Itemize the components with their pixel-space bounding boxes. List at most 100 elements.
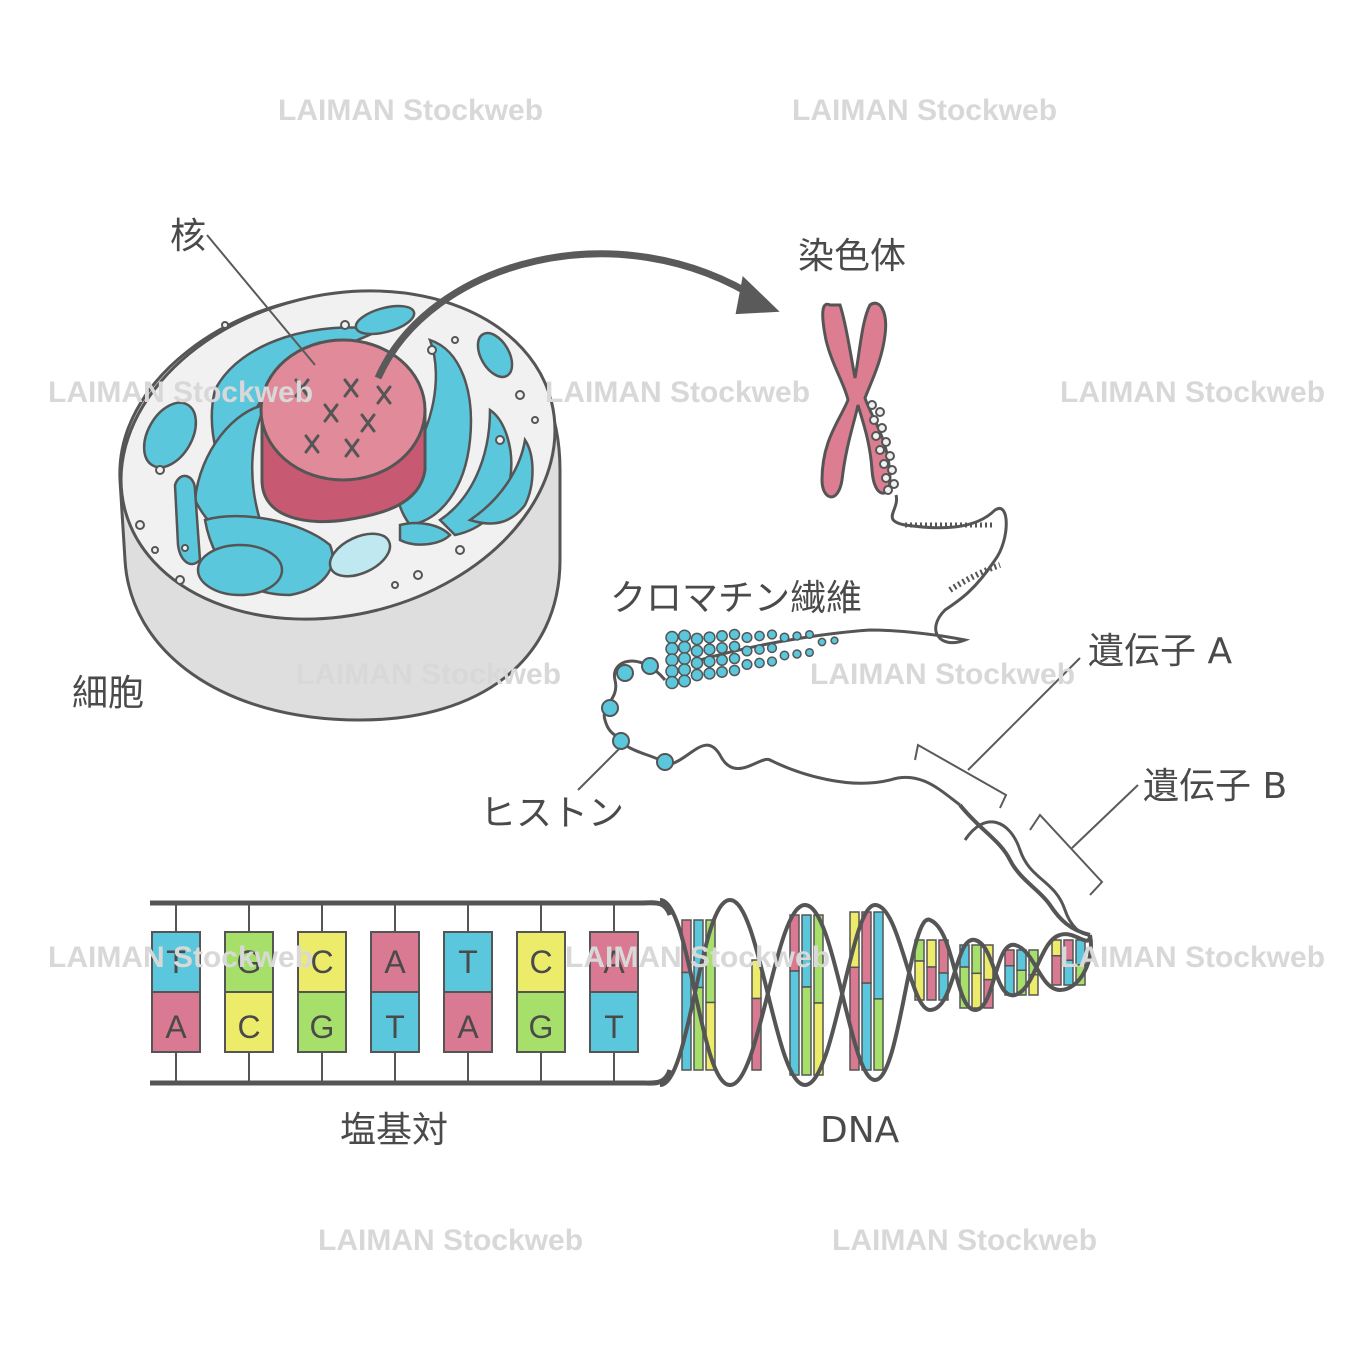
endoplasmic-reticulum: [173, 326, 534, 597]
chromatin-fiber: [665, 628, 839, 690]
helix-base: [926, 966, 937, 1001]
nucleosome: [804, 647, 815, 658]
nucleosome: [728, 628, 741, 641]
nucleosome: [690, 656, 704, 670]
helix-base: [873, 911, 884, 1000]
base-bottom: [443, 991, 493, 1053]
nucleosome: [690, 644, 704, 658]
base-pair: AT: [589, 903, 639, 1083]
base-bottom: [370, 991, 420, 1053]
watermark: LAIMAN Stockweb: [318, 1224, 583, 1257]
base-bottom-letter: C: [237, 1009, 260, 1045]
nucleosome: [690, 632, 704, 646]
base-pair: AT: [370, 903, 420, 1083]
label-chromosome: 染色体: [798, 236, 906, 277]
nucleosome: [677, 674, 692, 688]
watermark: LAIMAN Stockweb: [832, 1224, 1097, 1257]
nucleosome: [716, 630, 728, 642]
nucleosome: [804, 629, 815, 640]
nucleosome: [741, 631, 753, 644]
base-pair: TA: [443, 903, 493, 1083]
nucleosome: [665, 630, 679, 645]
nucleosome: [665, 664, 679, 678]
base-bottom: [589, 991, 639, 1053]
dna-helix: [659, 803, 1093, 1088]
chromosome-coils: [867, 400, 899, 495]
helix-base: [789, 970, 800, 1076]
watermark: LAIMAN Stockweb: [296, 658, 561, 691]
helix-base: [1063, 959, 1074, 986]
dna-helix-rungs: [681, 911, 1086, 1076]
nucleosome: [728, 652, 741, 665]
base-bottom: [224, 991, 274, 1053]
helix-base: [873, 998, 884, 1071]
helix-base: [1016, 969, 1027, 996]
nucleosome: [754, 657, 765, 669]
nucleosome: [716, 666, 728, 678]
nucleosome: [779, 632, 790, 643]
helix-base: [861, 982, 872, 1071]
nucleosome: [677, 651, 692, 666]
base-bottom-letter: G: [529, 1009, 554, 1045]
nucleosome: [728, 640, 741, 653]
base-pair: CG: [297, 903, 347, 1083]
base-top-letter: A: [384, 944, 406, 980]
nucleosome: [716, 654, 728, 666]
histone-leader: [577, 747, 621, 791]
watermark: LAIMAN Stockweb: [278, 94, 543, 127]
nucleosome: [690, 668, 704, 682]
helix-base: [1004, 949, 1015, 967]
base-top-letter: A: [603, 944, 625, 980]
helix-base: [971, 972, 982, 1009]
base-top: [370, 931, 420, 993]
gene-brackets: [914, 657, 1139, 896]
label-base-pair: 塩基対: [340, 1110, 448, 1151]
nucleosome: [792, 649, 802, 659]
helix-base: [926, 939, 937, 968]
base-bottom-letter: A: [165, 1009, 187, 1045]
nucleosome: [665, 653, 679, 667]
nucleosome: [741, 658, 753, 671]
nucleosome: [703, 631, 716, 644]
nucleosome: [817, 637, 827, 647]
nucleosome: [754, 644, 765, 655]
helix-base: [801, 986, 812, 1076]
base-top-letter: T: [166, 944, 186, 980]
label-cell: 細胞: [72, 673, 144, 714]
label-histone: ヒストン: [480, 793, 624, 834]
watermark: LAIMAN Stockweb: [1060, 376, 1325, 409]
nucleosome: [703, 667, 716, 680]
base-bottom-letter: T: [385, 1009, 405, 1045]
cell-illustration: [118, 234, 562, 722]
nucleosome: [665, 642, 679, 656]
base-pair: GC: [224, 903, 274, 1083]
label-nucleus: 核: [170, 216, 206, 257]
nucleosome: [792, 631, 802, 641]
base-bottom-letter: A: [457, 1009, 479, 1045]
label-dna: DNA: [820, 1110, 900, 1151]
base-bottom: [297, 991, 347, 1053]
base-bottom-letter: G: [310, 1009, 335, 1045]
nucleosome: [677, 629, 692, 643]
base-pair: TA: [151, 903, 201, 1083]
watermark: LAIMAN Stockweb: [1060, 941, 1325, 974]
label-gene-b: 遺伝子 B: [1143, 766, 1287, 807]
base-top-letter: T: [458, 944, 478, 980]
base-bottom: [151, 991, 201, 1053]
chromosome-marks: [294, 378, 392, 458]
vesicles: [135, 320, 539, 589]
nucleosome: [830, 636, 839, 645]
helix-base: [1051, 955, 1062, 986]
chromosome: [820, 301, 899, 499]
histones: [601, 657, 674, 771]
nucleosome: [677, 663, 692, 677]
watermark: LAIMAN Stockweb: [565, 941, 830, 974]
mitochondria: [142, 304, 514, 597]
base-top-letter: C: [529, 944, 552, 980]
helix-base: [971, 944, 982, 975]
helix-base: [681, 971, 692, 1071]
base-pair: CG: [516, 903, 566, 1083]
zoom-arrowhead: [735, 275, 780, 315]
base-top: [443, 931, 493, 993]
watermark: LAIMAN Stockweb: [48, 941, 313, 974]
